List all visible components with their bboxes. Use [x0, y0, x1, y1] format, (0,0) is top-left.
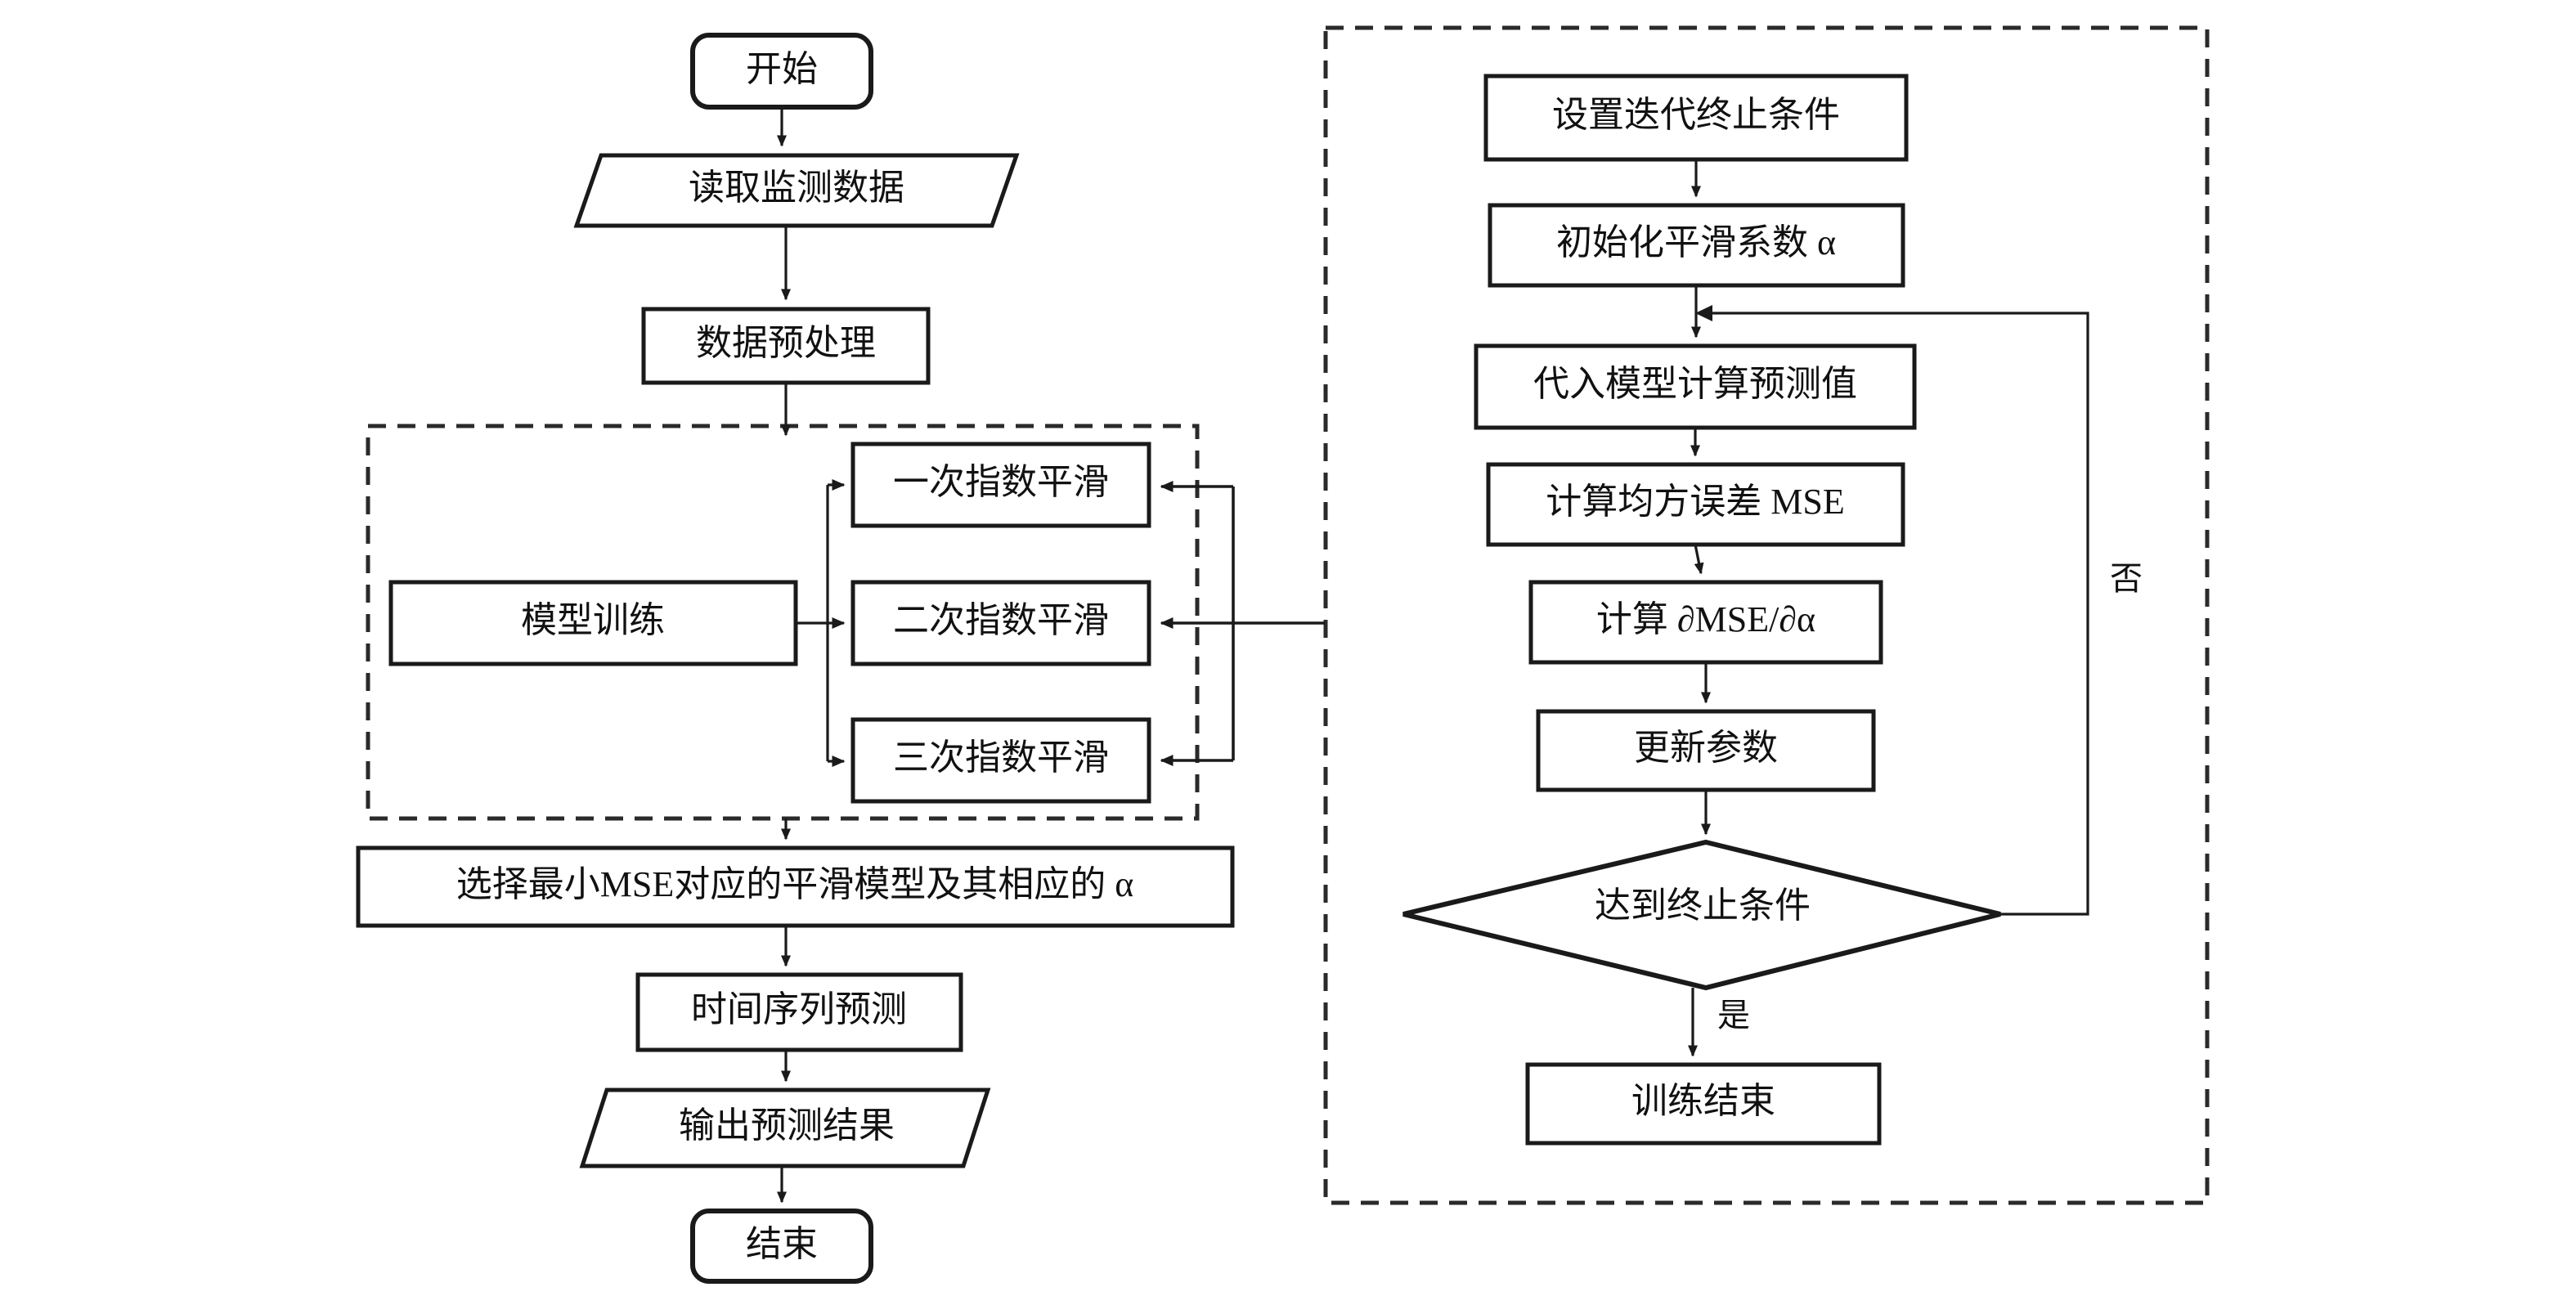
node-select-min-mse-label: 选择最小MSE对应的平滑模型及其相应的 α [456, 864, 1134, 904]
node-update-parameters-label: 更新参数 [1634, 728, 1778, 768]
node-start-label: 开始 [746, 49, 818, 89]
node-end-shape [690, 1209, 873, 1284]
node-set-stop-condition-label: 设置迭代终止条件 [1552, 95, 1840, 135]
node-update-parameters-shape [1536, 709, 1876, 792]
node-preprocess-shape [641, 307, 931, 385]
edge-mse-to-gradient [1694, 544, 1704, 575]
node-single-exp-smoothing-shape [850, 442, 1151, 528]
node-single-exp-smoothing-label: 一次指数平滑 [893, 462, 1109, 502]
node-double-exp-smoothing-shape [850, 580, 1151, 666]
node-output-result-shape [579, 1088, 991, 1168]
node-compute-mse-label: 计算均方误差 MSE [1546, 482, 1844, 522]
node-preprocess-label: 数据预处理 [696, 323, 876, 363]
node-read-data-label: 读取监测数据 [689, 168, 904, 208]
node-time-series-forecast-label: 时间序列预测 [691, 989, 907, 1029]
edge-decision-no-loop [1705, 312, 2089, 916]
node-time-series-forecast-shape [635, 972, 963, 1052]
node-triple-exp-smoothing-label: 三次指数平滑 [893, 738, 1109, 778]
node-read-data-shape [573, 153, 1020, 228]
node-triple-exp-smoothing-shape [850, 717, 1151, 804]
node-output-result-label: 输出预测结果 [679, 1105, 895, 1146]
node-init-alpha-label: 初始化平滑系数 α [1556, 222, 1836, 262]
edge-label-yes: 是 [1717, 997, 1750, 1034]
node-select-min-mse-shape [356, 845, 1235, 928]
node-double-exp-smoothing-label: 二次指数平滑 [893, 600, 1109, 640]
node-end-label: 结束 [746, 1224, 818, 1264]
node-training-finished-label: 训练结束 [1631, 1081, 1775, 1121]
node-compute-prediction-label: 代入模型计算预测值 [1533, 364, 1857, 404]
node-model-training-label: 模型训练 [521, 600, 665, 640]
node-check-stop-condition-label: 达到终止条件 [1595, 886, 1811, 926]
node-check-stop-condition-shape [1402, 839, 2001, 991]
edge-label-no: 否 [2110, 560, 2143, 597]
node-training-finished-shape [1525, 1062, 1882, 1146]
node-compute-gradient-label: 计算 ∂MSE/∂α [1596, 599, 1815, 639]
node-model-training-shape [388, 580, 798, 666]
edge-decision-no-arrowhead [1695, 305, 1712, 321]
node-compute-gradient-shape [1528, 580, 1883, 665]
node-set-stop-condition-shape [1483, 74, 1909, 162]
